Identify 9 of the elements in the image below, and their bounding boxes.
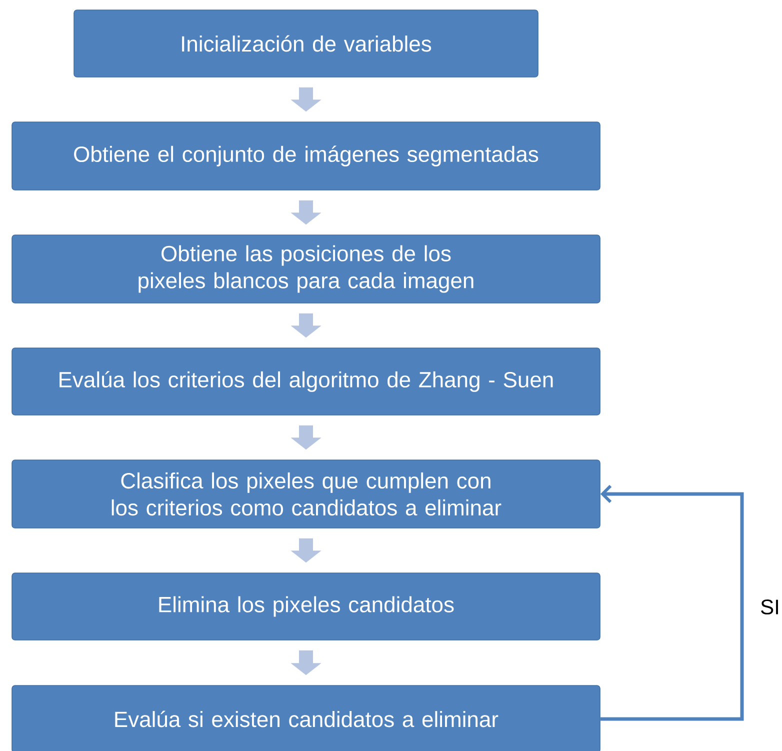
- process-box: Evalúa los criterios del algoritmo de Zhang - Suen: [12, 348, 600, 416]
- process-box: Clasifica los pixeles que cumplen con los criterios como candidatos a eliminar: [12, 460, 600, 528]
- process-box: Inicialización de variables: [74, 10, 538, 78]
- process-box: Elimina los pixeles candidatos: [12, 572, 600, 640]
- process-box: Obtiene las posiciones de los pixeles blancos para cada imagen: [12, 234, 600, 304]
- edge-label: SI: [759, 598, 781, 616]
- process-box: Evalúa si existen candidatos a eliminar: [12, 685, 600, 751]
- arrow: [600, 484, 744, 721]
- process-box: Obtiene el conjunto de imágenes segmentadas: [12, 122, 600, 190]
